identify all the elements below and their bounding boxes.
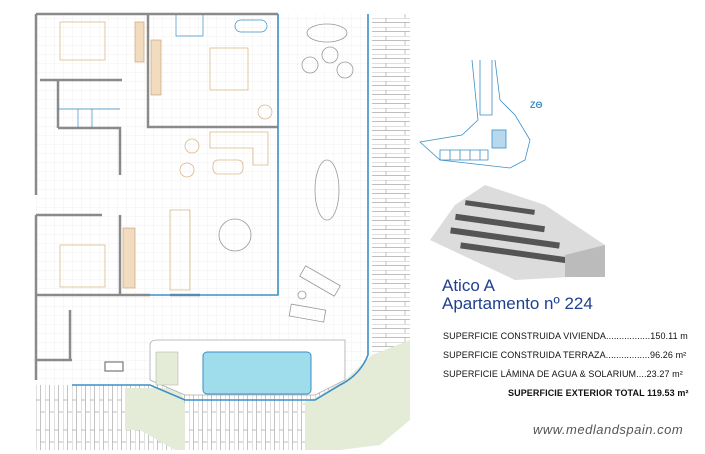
- planter-box: [104, 361, 124, 372]
- building-render: [430, 185, 605, 280]
- surface-row: SUPERFICIE LÁMINA DE AGUA & SOLARIUM....…: [443, 369, 683, 379]
- apartment-type: Atico A: [442, 276, 495, 295]
- walls: [34, 12, 278, 380]
- apartment-number: Apartamento nº 224: [442, 294, 593, 313]
- wardrobes: [122, 21, 162, 289]
- surface-total: SUPERFICIE EXTERIOR TOTAL 119.53 m²: [508, 388, 689, 398]
- surface-row: SUPERFICIE CONSTRUIDA VIVIENDA..........…: [443, 331, 688, 341]
- furniture: [59, 21, 273, 291]
- surface-row: SUPERFICIE CONSTRUIDA TERRAZA...........…: [443, 350, 687, 360]
- website-watermark: www.medlandspain.com: [533, 422, 684, 437]
- floor-plan: [34, 12, 410, 450]
- deck-bottom-center: [185, 405, 305, 450]
- site-locator-map: [419, 60, 531, 169]
- glass-facade: [72, 14, 369, 401]
- planter: [155, 351, 179, 386]
- deck-right: [372, 14, 410, 354]
- floor-tiles: [36, 14, 368, 386]
- pool: [202, 351, 312, 395]
- bathroom-fixtures: [58, 14, 268, 128]
- north-marker: ZΘ: [530, 100, 543, 110]
- outdoor-furniture: [218, 23, 354, 323]
